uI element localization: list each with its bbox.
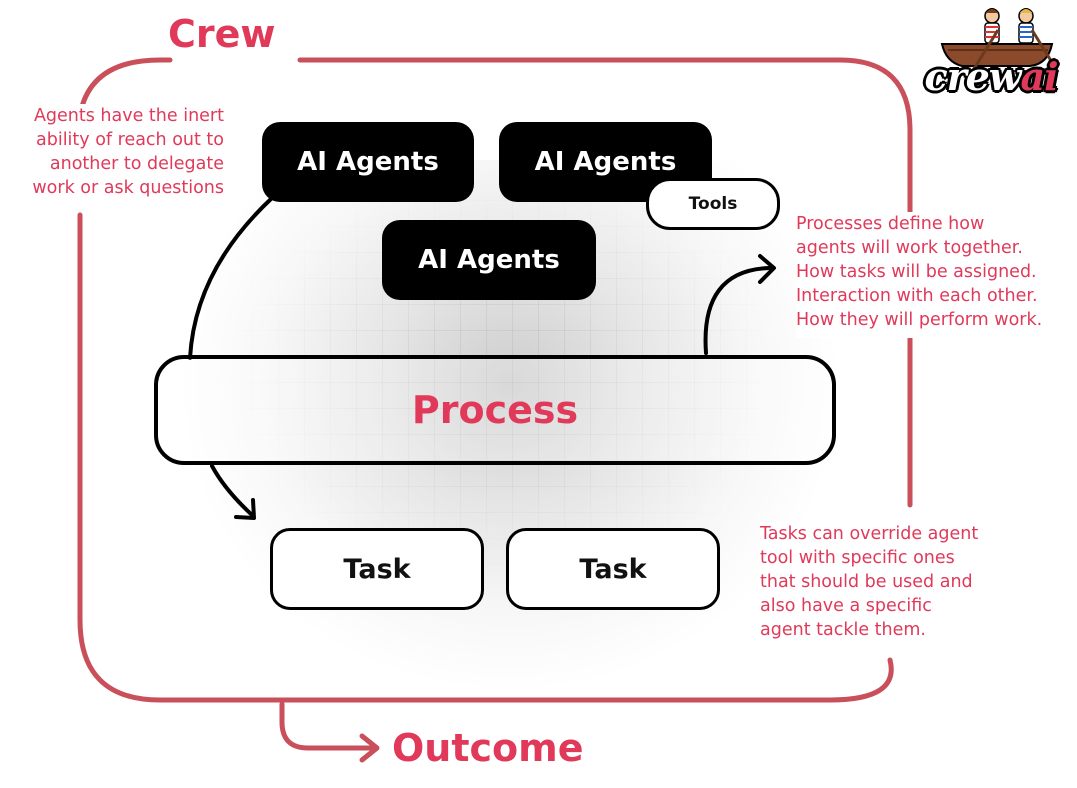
agent-box-3: AI Agents [382,220,596,300]
outcome-title: Outcome [392,726,584,770]
process-to-notes-arrow-head [758,254,776,284]
process-to-notes-arrow [703,266,772,355]
processes-note-line: agents will work together. [796,238,1023,258]
outcome-arrow-head [359,733,380,763]
delegation-note-line: another to delegate [49,154,224,174]
task-box-2: Task [506,528,720,610]
delegation-note-line: Agents have the inert [33,106,224,126]
tasks-note-line: that should be used and [760,572,973,592]
delegation-note: Agents have the inert ability of reach o… [14,104,224,206]
crewai-logo: crewai [912,2,1070,102]
process-box: Process [154,355,836,465]
processes-note-line: Interaction with each other. [796,286,1038,306]
process-to-tasks-arrow-head [234,498,256,520]
delegation-note-line: ability of reach out to [36,130,224,150]
crew-title: Crew [166,12,282,56]
outcome-arrow [279,701,379,751]
rowing-boat-icon [940,8,1060,73]
process-to-tasks-arrow [210,464,254,517]
processes-note-line: How tasks will be assigned. [796,262,1037,282]
processes-note-line: Processes define how [796,214,985,234]
crew-frame [77,57,913,703]
tools-badge: Tools [646,178,780,230]
tasks-note-line: agent tackle them. [760,620,926,640]
tasks-note-line: tool with specific ones [760,548,955,568]
agent-box-1: AI Agents [262,122,474,202]
tasks-note: Tasks can override agent tool with speci… [760,522,985,648]
tasks-note-line: also have a specific [760,596,932,616]
task-box-1: Task [270,528,484,610]
delegation-curve [188,196,274,360]
tasks-note-line: Tasks can override agent [760,524,979,544]
processes-note: Processes define how agents will work to… [796,212,1047,338]
logo-wordmark: crewai [924,54,1058,99]
processes-note-line: How they will perform work. [796,310,1043,330]
delegation-note-line: work or ask questions [32,178,224,198]
